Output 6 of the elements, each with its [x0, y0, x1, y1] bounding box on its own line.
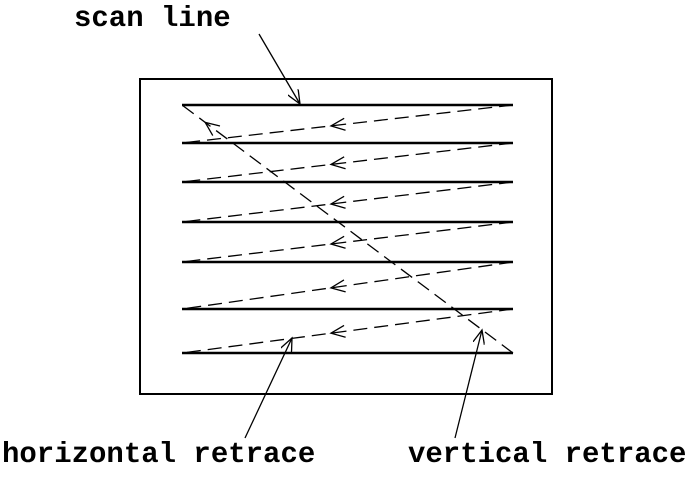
leader-line [454, 329, 486, 438]
leader-label: vertical retrace [408, 440, 686, 470]
leader-label: scan line [74, 4, 231, 34]
leader-line [244, 337, 293, 438]
leader-line [258, 34, 301, 105]
leader-label: horizontal retrace [2, 440, 316, 470]
